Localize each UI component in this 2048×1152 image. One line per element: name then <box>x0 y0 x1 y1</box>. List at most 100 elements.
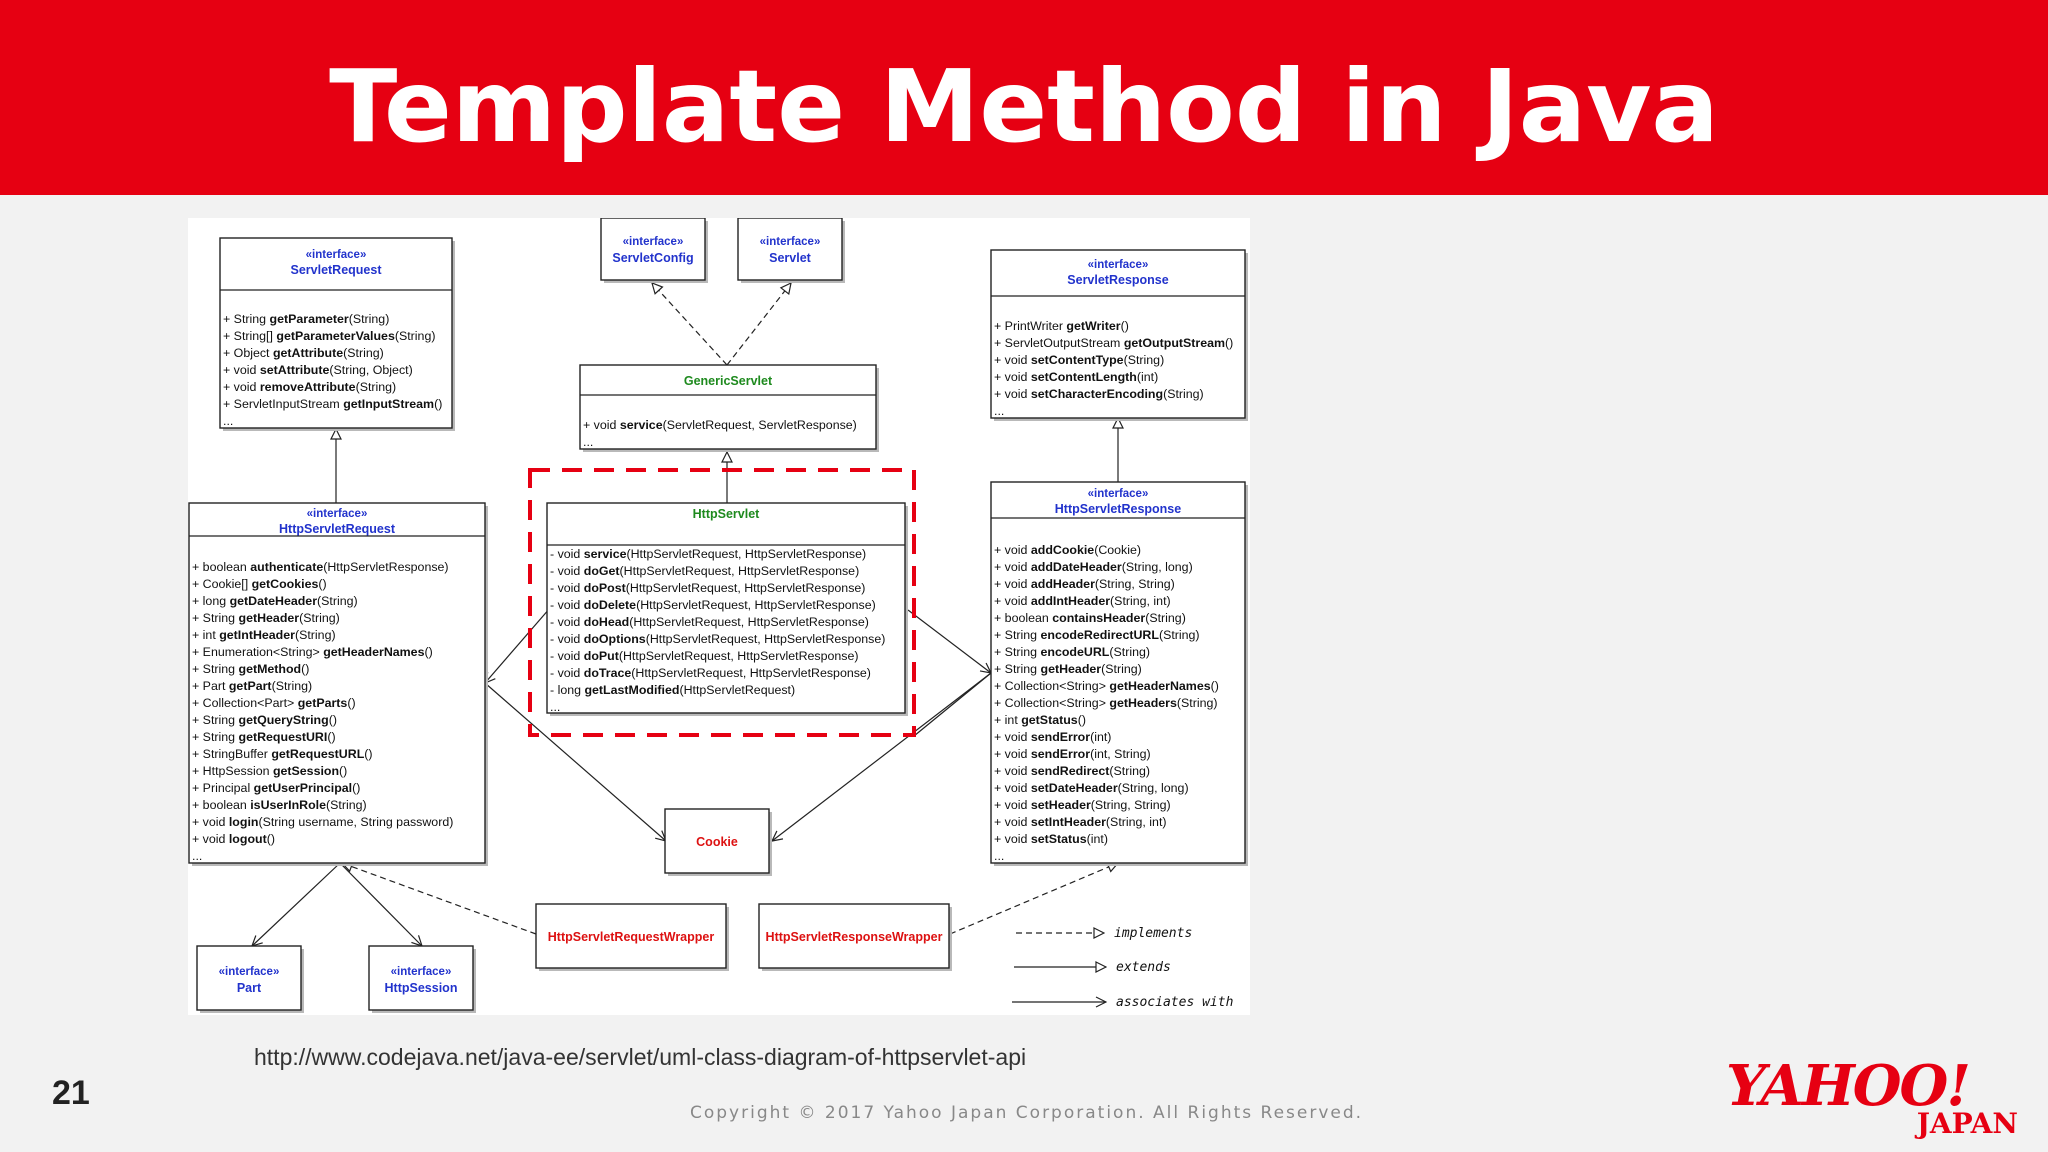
class-cookie: Cookie <box>664 808 772 876</box>
class-servletrequest: «interface» ServletRequest + String getP… <box>219 237 455 431</box>
member-logout: + void logout() <box>192 832 275 846</box>
member-getCookies: + Cookie[] getCookies() <box>192 577 327 591</box>
member-getParameterValues: + String[] getParameterValues(String) <box>223 329 435 343</box>
class-name: Part <box>237 981 262 995</box>
member-ellipsis: ... <box>550 700 560 714</box>
member-getLastModified: - long getLastModified(HttpServletReques… <box>550 683 795 697</box>
highlight-frame <box>528 468 916 737</box>
stereotype: «interface» <box>1088 259 1149 271</box>
member-containsHeader: + boolean containsHeader(String) <box>994 611 1186 625</box>
stereotype: «interface» <box>760 236 821 248</box>
class-name: Cookie <box>696 835 738 849</box>
assoc-httpservletrequest-part <box>252 862 341 946</box>
class-name: ServletRequest <box>290 263 382 277</box>
member-setContentLength: + void setContentLength(int) <box>994 370 1158 384</box>
member-getHeaderNames: + Enumeration<String> getHeaderNames() <box>192 645 433 659</box>
class-name: HttpServletRequest <box>279 522 396 536</box>
member-setAttribute: + void setAttribute(String, Object) <box>223 363 413 377</box>
member-getPart: + Part getPart(String) <box>192 679 312 693</box>
source-url: http://www.codejava.net/java-ee/servlet/… <box>254 1044 1027 1070</box>
member-authenticate: + boolean authenticate(HttpServletRespon… <box>192 560 449 574</box>
assoc-httpservletrequest-httpsession <box>339 862 422 946</box>
member-ellipsis: ... <box>223 414 233 428</box>
class-servletresponse: «interface» ServletResponse + PrintWrite… <box>990 249 1248 421</box>
class-httpservletrequest: «interface» HttpServletRequest + boolean… <box>188 502 488 866</box>
member-getHeader: + String getHeader(String) <box>192 611 340 625</box>
member-addIntHeader: + void addIntHeader(String, int) <box>994 594 1171 608</box>
implements-responsewrapper-httpservletresponse <box>949 863 1118 935</box>
class-name: HttpServletResponse <box>1055 502 1181 516</box>
member-getAttribute: + Object getAttribute(String) <box>223 346 384 360</box>
assoc-httpservletresponse-cookie <box>772 672 992 841</box>
member-getRequestURI: + String getRequestURI() <box>192 730 336 744</box>
relation-lines <box>252 283 1118 946</box>
member-encodeURL: + String encodeURL(String) <box>994 645 1150 659</box>
member-list: + void service(ServletRequest, ServletRe… <box>583 418 857 449</box>
stereotype: «interface» <box>307 508 368 520</box>
member-getDateHeader: + long getDateHeader(String) <box>192 594 358 608</box>
member-isUserInRole: + boolean isUserInRole(String) <box>192 798 367 812</box>
logo-subtitle: JAPAN <box>1916 1107 2018 1140</box>
class-httpsession: «interface» HttpSession <box>368 945 476 1013</box>
class-servletconfig: «interface» ServletConfig <box>600 218 708 283</box>
member-getSession: + HttpSession getSession() <box>192 764 347 778</box>
member-service: - void service(HttpServletRequest, HttpS… <box>550 547 866 561</box>
class-servlet: «interface» Servlet <box>737 218 845 283</box>
yahoo-japan-logo: YAHOO! JAPAN <box>1726 1054 2018 1140</box>
member-getParts: + Collection<Part> getParts() <box>192 696 356 710</box>
member-getQueryString: + String getQueryString() <box>192 713 337 727</box>
stereotype: «interface» <box>1088 488 1149 500</box>
class-httpservletresponsewrapper: HttpServletResponseWrapper <box>758 903 952 971</box>
member-getIntHeader: + int getIntHeader(String) <box>192 628 336 642</box>
legend-implements-label: implements <box>1114 926 1192 941</box>
implements-requestwrapper-httpservletrequest <box>342 863 537 935</box>
member-sendRedirect: + void sendRedirect(String) <box>994 764 1150 778</box>
member-list: + void addCookie(Cookie)+ void addDateHe… <box>994 543 1219 863</box>
implements-genericservlet-servletconfig <box>652 283 728 366</box>
class-name: HttpServlet <box>693 507 761 521</box>
class-part: «interface» Part <box>196 945 304 1013</box>
title-bar: Template Method in Java <box>0 0 2048 195</box>
member-doTrace: - void doTrace(HttpServletRequest, HttpS… <box>550 666 871 680</box>
class-httpservletresponse: «interface» HttpServletResponse + void a… <box>990 481 1248 866</box>
class-name: HttpSession <box>385 981 458 995</box>
member-addDateHeader: + void addDateHeader(String, long) <box>994 560 1193 574</box>
member-login: + void login(String username, String pas… <box>192 815 453 829</box>
member-encodeRedirectURL: + String encodeRedirectURL(String) <box>994 628 1200 642</box>
member-removeAttribute: + void removeAttribute(String) <box>223 380 396 394</box>
assoc-httpservlet-httpservletrequest <box>485 607 551 683</box>
class-name: HttpServletResponseWrapper <box>766 930 943 944</box>
member-list: + boolean authenticate(HttpServletRespon… <box>192 560 453 863</box>
member-setContentType: + void setContentType(String) <box>994 353 1164 367</box>
class-name: ServletResponse <box>1067 273 1168 287</box>
class-name: ServletConfig <box>612 251 693 265</box>
member-list: - void service(HttpServletRequest, HttpS… <box>550 547 885 714</box>
member-list: + PrintWriter getWriter() + ServletOutput… <box>994 319 1233 418</box>
class-name: HttpServletRequestWrapper <box>548 930 715 944</box>
member-getParameter: + String getParameter(String) <box>223 312 389 326</box>
member-doHead: - void doHead(HttpServletRequest, HttpSe… <box>550 615 869 629</box>
stereotype: «interface» <box>306 249 367 261</box>
implements-genericservlet-servlet <box>726 283 791 366</box>
member-getStatus: + int getStatus() <box>994 713 1086 727</box>
class-name: GenericServlet <box>684 374 773 388</box>
member-service: + void service(ServletRequest, ServletRe… <box>583 418 857 432</box>
member-ellipsis: ... <box>583 435 593 449</box>
member-doGet: - void doGet(HttpServletRequest, HttpSer… <box>550 564 859 578</box>
class-genericservlet: GenericServlet + void service(ServletReq… <box>579 364 879 452</box>
member-getHeader: + String getHeader(String) <box>994 662 1142 676</box>
member-getMethod: + String getMethod() <box>192 662 309 676</box>
stereotype: «interface» <box>391 966 452 978</box>
legend: implements extends associates with <box>1012 926 1233 1010</box>
assoc-httpservletrequest-cookie <box>484 682 666 841</box>
assoc-httpservlet-httpservletresponse <box>907 609 991 673</box>
legend-associates-label: associates with <box>1116 995 1233 1010</box>
member-getWriter: + PrintWriter getWriter() <box>994 319 1129 333</box>
uml-class-diagram-svg: «interface» ServletRequest + String getP… <box>188 218 1248 1013</box>
member-getOutputStream: + ServletOutputStream getOutputStream() <box>994 336 1233 350</box>
member-getHeaders: + Collection<String> getHeaders(String) <box>994 696 1218 710</box>
member-doPost: - void doPost(HttpServletRequest, HttpSe… <box>550 581 865 595</box>
member-list: + String getParameter(String) + String[] … <box>223 312 442 428</box>
copyright-notice: Copyright © 2017 Yahoo Japan Corporation… <box>690 1103 1364 1123</box>
logo-wordmark: YAHOO! <box>1726 1053 1971 1119</box>
